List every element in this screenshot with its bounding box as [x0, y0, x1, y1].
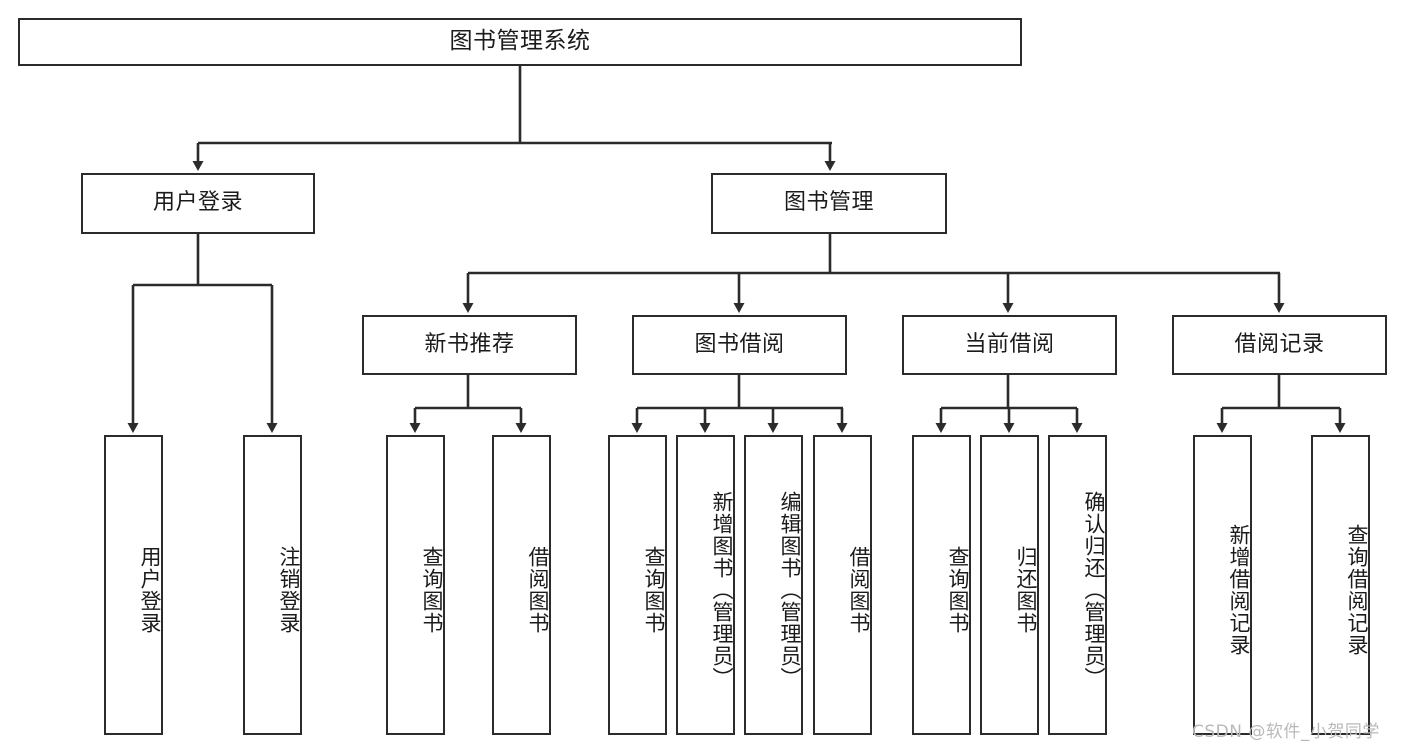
node-leaf-return-book[interactable]: 归还图书: [980, 435, 1039, 735]
node-leaf-edit-book[interactable]: 编辑图书（管理员）: [744, 435, 803, 735]
node-borrow-record[interactable]: 借阅记录: [1172, 315, 1387, 375]
node-current-borrow[interactable]: 当前借阅: [902, 315, 1117, 375]
node-label: 新增借阅记录: [1227, 524, 1251, 656]
node-label: 当前借阅: [964, 331, 1055, 357]
node-leaf-borrow-book[interactable]: 借阅图书: [813, 435, 872, 735]
node-label: 图书管理: [783, 190, 874, 216]
node-leaf-query-record[interactable]: 查询借阅记录: [1311, 435, 1370, 735]
node-leaf-confirm-return[interactable]: 确认归还（管理员）: [1048, 435, 1107, 735]
node-root-book-management-system[interactable]: 图书管理系统: [18, 18, 1022, 66]
node-leaf-add-record[interactable]: 新增借阅记录: [1193, 435, 1252, 735]
node-book-management[interactable]: 图书管理: [711, 173, 947, 234]
node-label: 查询图书: [642, 546, 666, 634]
node-leaf-user-login[interactable]: 用户登录: [104, 435, 163, 735]
node-label: 图书管理系统: [449, 28, 591, 55]
node-label: 借阅图书: [526, 546, 550, 634]
node-label: 查询图书: [420, 546, 444, 634]
node-leaf-query-book-borrow[interactable]: 查询图书: [608, 435, 667, 735]
node-leaf-borrow-book-recommend[interactable]: 借阅图书: [492, 435, 551, 735]
node-label: 注销登录: [277, 546, 301, 634]
node-label: 用户登录: [138, 546, 162, 634]
node-label: 用户登录: [152, 190, 243, 216]
node-label: 编辑图书（管理员）: [778, 491, 802, 689]
node-leaf-query-book-recommend[interactable]: 查询图书: [386, 435, 445, 735]
node-label: 归还图书: [1014, 546, 1038, 634]
node-label: 确认归还（管理员）: [1082, 491, 1106, 689]
node-label: 借阅记录: [1234, 331, 1325, 357]
node-label: 借阅图书: [847, 546, 871, 634]
node-label: 图书借阅: [694, 331, 785, 357]
node-leaf-add-book[interactable]: 新增图书（管理员）: [676, 435, 735, 735]
node-label: 查询图书: [946, 546, 970, 634]
node-book-borrow[interactable]: 图书借阅: [632, 315, 847, 375]
node-label: 新增图书（管理员）: [710, 491, 734, 689]
node-label: 新书推荐: [424, 331, 515, 357]
node-label: 查询借阅记录: [1345, 524, 1369, 656]
node-user-login[interactable]: 用户登录: [81, 173, 315, 234]
node-leaf-logout[interactable]: 注销登录: [243, 435, 302, 735]
node-new-book-recommend[interactable]: 新书推荐: [362, 315, 577, 375]
csdn-watermark: CSDN @软件_小贺同学: [1192, 722, 1380, 742]
node-leaf-query-book-current[interactable]: 查询图书: [912, 435, 971, 735]
